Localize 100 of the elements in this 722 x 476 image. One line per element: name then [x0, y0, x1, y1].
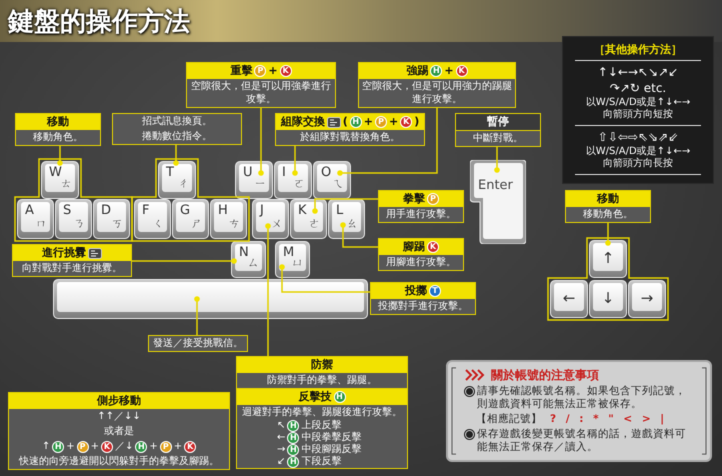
callout-text: 發送／接受挑戰信。: [153, 337, 243, 350]
keyboard-key: [55, 199, 92, 239]
callout-box: [15, 113, 101, 146]
button-symbol: K: [184, 440, 196, 452]
key-letter: M: [283, 245, 294, 260]
callout-box: [378, 190, 464, 223]
key-letter: G: [180, 203, 190, 218]
key-letter: W: [49, 165, 62, 180]
key-letter: U: [243, 165, 253, 180]
leader-line: [194, 296, 200, 335]
callout-text: 上段反擊: [301, 420, 342, 432]
leader-line: [340, 222, 378, 248]
keyboard-key: [41, 161, 79, 199]
zhuyin-symbol: ㄊ: [61, 176, 72, 191]
keyboard-key: [274, 161, 312, 199]
info-panel: [562, 36, 714, 184]
keyboard-key: [252, 199, 289, 239]
button-symbol: K: [400, 116, 412, 128]
leader-line: [265, 223, 271, 356]
button-symbol: H: [135, 440, 148, 452]
callout-text: 空隙很大，但是可以用強拳進行攻擊。: [190, 80, 332, 106]
leader-line: [132, 258, 237, 264]
callout-box: [148, 335, 248, 352]
plus-sign: +: [444, 64, 454, 78]
callout-text: 中斷對戰。: [473, 132, 523, 145]
leader-line: [494, 147, 500, 173]
zhuyin-symbol: ㄨ: [271, 216, 282, 231]
arrow-key: [589, 240, 627, 278]
arrow-symbol: →: [277, 444, 286, 456]
key-letter: F: [142, 203, 150, 218]
notice-title: 關於帳號的注意事項: [491, 367, 599, 383]
callout-text: 或者是: [104, 425, 134, 438]
zhuyin-symbol: ㄠ: [347, 216, 358, 231]
zhuyin-symbol: ㄛ: [294, 176, 305, 191]
callout-box: [565, 190, 651, 223]
callout-text: 移動角色。: [33, 131, 83, 144]
page-title: 鍵盤的操作方法: [8, 6, 190, 39]
button-symbol: P: [375, 116, 387, 128]
plus-sign: +: [174, 440, 182, 453]
keyboard-key: [231, 241, 266, 278]
callout-heading: 腳踢: [403, 240, 425, 254]
key-letter: N: [239, 245, 249, 260]
callout-heading: 拳擊: [403, 192, 425, 206]
callout-text: 於組隊對戰替換角色。: [300, 131, 400, 144]
panel-text: 以W/S/A/D或是↑↓←→ 向箭頭方向短按: [584, 97, 692, 121]
button-symbol: H: [287, 456, 300, 468]
callout-text: 防禦對手的拳擊、踢腿。: [267, 374, 377, 387]
button-symbol: H: [52, 440, 64, 452]
button-symbol: T: [429, 285, 441, 297]
callout-box: [378, 238, 464, 271]
callout-heading: 移動: [597, 192, 619, 206]
callout-text: 空隙很大，但是可以用強力的踢腿進行攻擊。: [362, 80, 512, 106]
leader-line: [279, 264, 370, 293]
keyboard-key: [172, 199, 209, 239]
enter-key: [470, 160, 526, 244]
callout-heading: 強踢: [406, 64, 428, 78]
callout-heading: 進行挑釁: [42, 246, 86, 260]
key-label: Enter: [478, 178, 513, 193]
arrow-symbols: ↑↓←→↖↘↗↙: [598, 65, 678, 79]
keyboard-key: [17, 199, 54, 239]
panel-text: 以W/S/A/D或是↑↓←→ 向箭頭方向長按: [584, 146, 692, 170]
keyboard-key: [158, 161, 196, 199]
forbidden-symbols: ? / : * " < > |: [550, 413, 664, 426]
key-symbol: →: [640, 289, 654, 307]
zhuyin-symbol: ㄔ: [178, 176, 189, 191]
arrow-symbol: ↖: [277, 420, 286, 432]
button-symbol: P: [427, 193, 439, 205]
callout-text: 投擲對手進行攻擊。: [378, 300, 468, 313]
callout-box: [236, 356, 408, 389]
key-symbol: ←: [562, 289, 576, 307]
callout-box: [112, 113, 242, 145]
arrow-key: [589, 280, 627, 318]
callout-heading: 側步移動: [97, 394, 141, 408]
leader-line: [173, 145, 179, 166]
parenthesis: ): [414, 115, 420, 129]
leader-line: [57, 146, 63, 166]
callout-box: [275, 113, 425, 146]
key-letter: A: [25, 203, 34, 218]
zhuyin-symbol: ㄘ: [229, 216, 240, 231]
plus-sign: +: [364, 115, 373, 129]
leader-line: [605, 223, 611, 246]
plus-sign: +: [389, 115, 398, 129]
key-letter: J: [260, 203, 264, 218]
plus-sign: +: [90, 440, 99, 453]
arrow-symbol: ↙: [277, 456, 286, 468]
keyboard-key: [328, 199, 365, 239]
key-letter: L: [336, 203, 344, 218]
key-letter: T: [166, 165, 174, 180]
callout-heading: 重擊: [230, 64, 252, 78]
keyboard-key: [313, 161, 351, 199]
notice-text: 請事先確認帳號名稱。如果包含下列記號，則遊戲資料可能無法正常被保存。: [465, 385, 693, 411]
callout-box: [455, 113, 541, 147]
button-symbol: H: [287, 444, 300, 456]
callout-text: 用手進行攻擊。: [386, 208, 456, 221]
keyboard-key: [235, 161, 273, 199]
arrow-symbols: ↑↑／↓↓: [97, 410, 141, 423]
callout-heading: 反擊技: [298, 390, 332, 404]
key-letter: D: [101, 203, 112, 218]
callout-box: [236, 388, 408, 469]
key-letter: H: [218, 203, 228, 218]
